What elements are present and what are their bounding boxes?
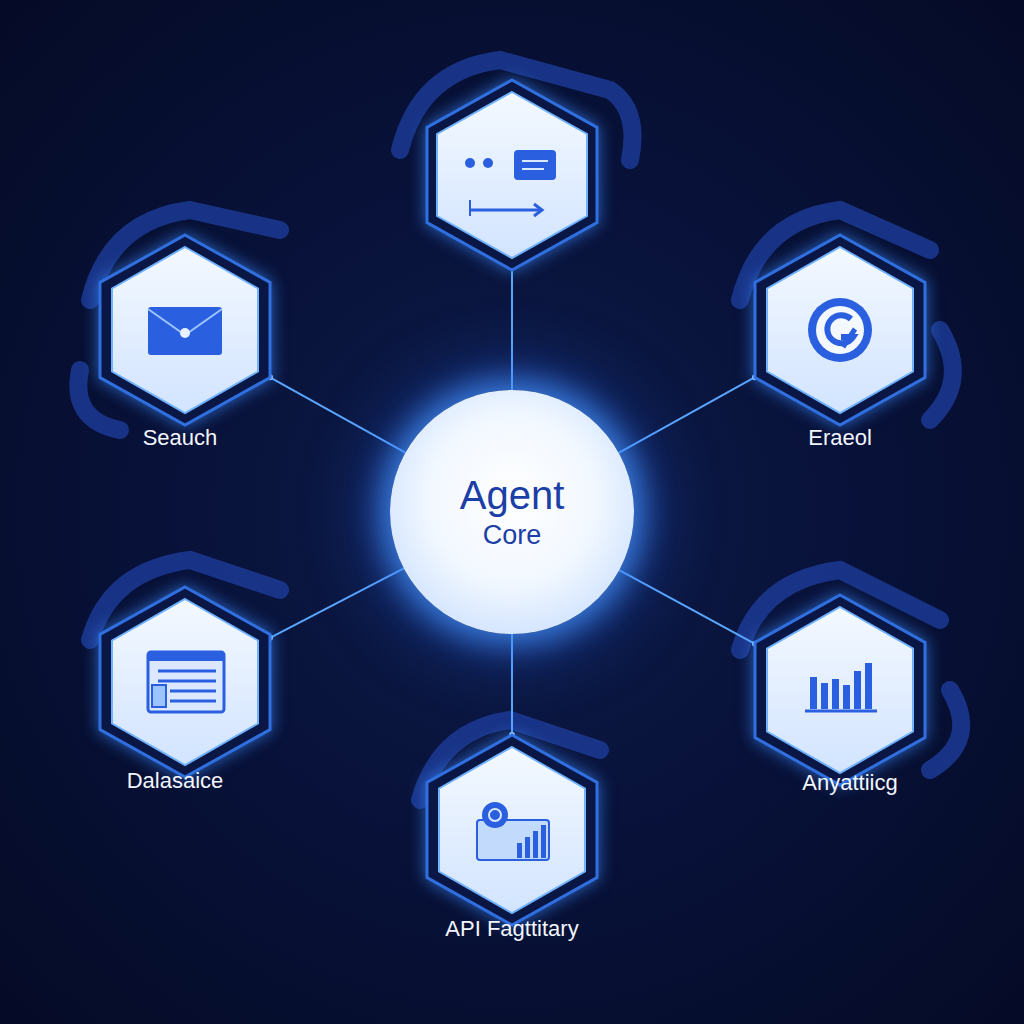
connector-line bbox=[619, 377, 755, 453]
tool-hexagon: Seauch bbox=[100, 235, 270, 425]
connector-line bbox=[270, 568, 404, 638]
tool-hexagon: Eraeol bbox=[755, 235, 925, 425]
connector-line bbox=[619, 570, 755, 644]
tool-hexagon: Anyattiicg bbox=[755, 595, 925, 785]
ribbon-arcs bbox=[78, 60, 961, 800]
hexagon-outline bbox=[755, 595, 925, 785]
tool-hexagon: API Fagttitary bbox=[427, 735, 597, 925]
tool-label: Dalasaice bbox=[127, 768, 224, 794]
hexagon-outline bbox=[100, 587, 270, 777]
tool-label: Eraeol bbox=[808, 425, 872, 451]
tool-label: Anyattiicg bbox=[802, 770, 897, 796]
core-subtitle: Core bbox=[483, 518, 542, 552]
tool-hexagon: Dalasaice bbox=[100, 587, 270, 777]
tool-label: Seauch bbox=[143, 425, 218, 451]
connector-line bbox=[511, 634, 513, 735]
core-title: Agent bbox=[460, 472, 565, 518]
connector-line bbox=[270, 377, 405, 452]
hexagon-outline bbox=[427, 735, 597, 925]
tool-hexagon bbox=[427, 80, 597, 270]
hexagon-outline bbox=[100, 235, 270, 425]
tool-label: API Fagttitary bbox=[445, 916, 578, 942]
hexagon-outline bbox=[755, 235, 925, 425]
core-circle: AgentCore bbox=[390, 390, 634, 634]
connector-line bbox=[511, 270, 513, 392]
